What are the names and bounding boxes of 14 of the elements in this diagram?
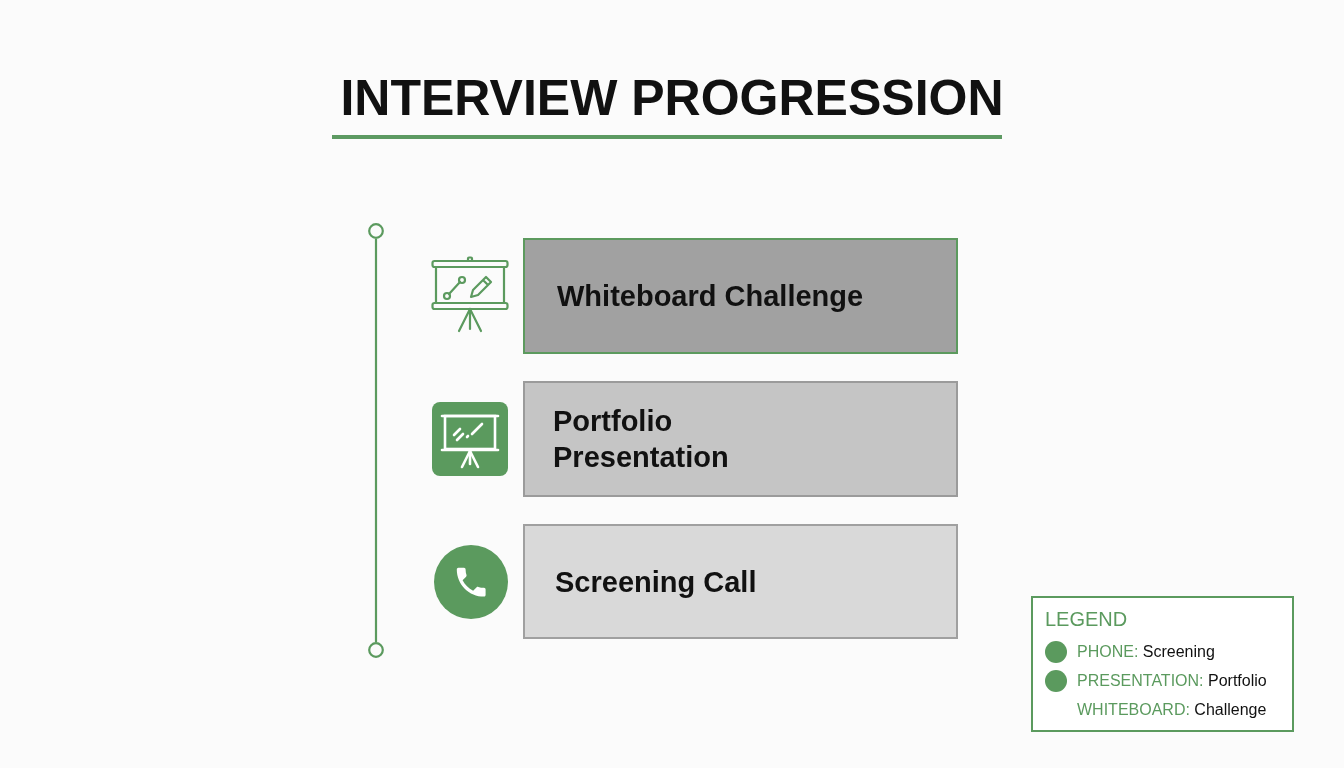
stage-label: Screening Call xyxy=(555,564,757,600)
legend-text: PHONE: Screening xyxy=(1077,642,1215,662)
legend-text: PRESENTATION: Portfolio xyxy=(1077,671,1267,691)
stage-box xyxy=(523,381,958,497)
title: INTERVIEW PROGRESSION xyxy=(340,70,1004,126)
timeline-end-circle xyxy=(368,642,384,658)
stage-label: Whiteboard Challenge xyxy=(557,279,864,314)
stage-label: Portfolio Presentation xyxy=(553,404,730,475)
legend-heading: LEGEND xyxy=(1045,607,1128,631)
stage-box xyxy=(523,238,958,354)
timeline-end-circle xyxy=(368,223,384,239)
legend-text: WHITEBOARD: Challenge xyxy=(1077,700,1267,720)
timeline-line xyxy=(374,239,378,642)
stage-box xyxy=(523,524,958,639)
